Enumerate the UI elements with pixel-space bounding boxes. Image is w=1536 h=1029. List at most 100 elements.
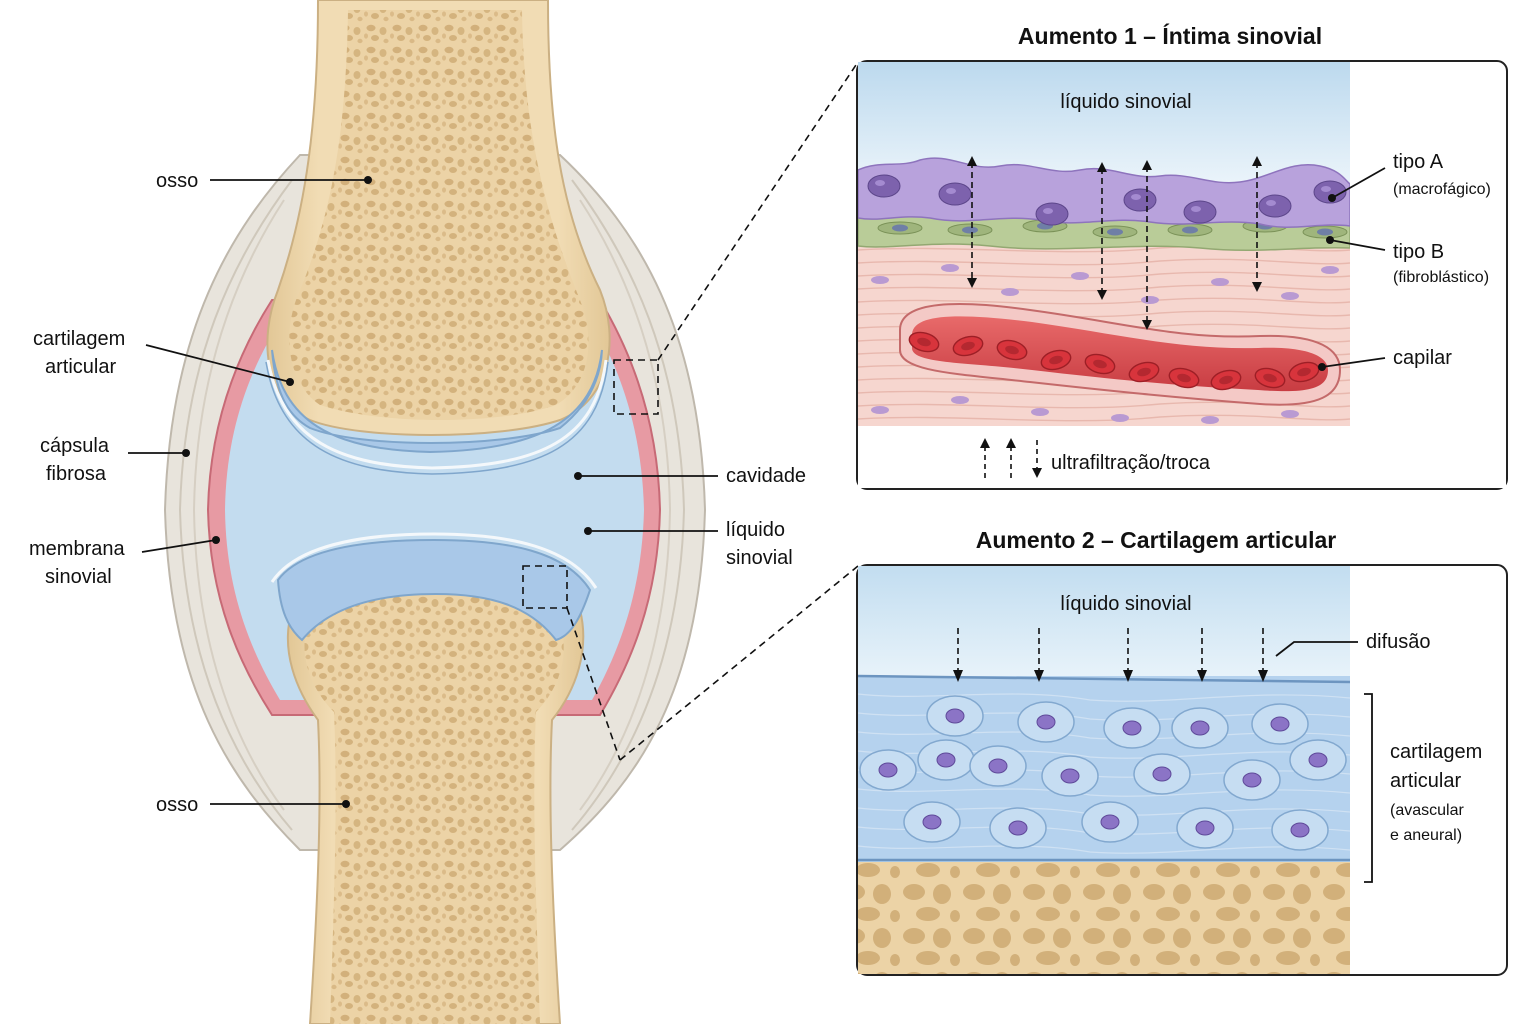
macrophage-nucleus — [1123, 188, 1157, 212]
diffusion-arrow-head — [1034, 670, 1044, 682]
tissue-cell — [1321, 266, 1339, 274]
chondrocyte-nucleus — [1008, 820, 1028, 836]
chondrocyte-nucleus — [1242, 772, 1262, 788]
label-cart-2: articular — [1390, 770, 1461, 792]
label-fluid-1: líquido — [726, 519, 785, 541]
red-blood-cell-center — [1137, 367, 1151, 377]
chondrocyte-nucleus — [1190, 720, 1210, 736]
chondrocyte-nucleus — [936, 752, 956, 768]
label-type-b: tipo B — [1393, 241, 1444, 263]
cartilage-bracket — [1364, 693, 1373, 883]
red-blood-cell-center — [1297, 367, 1311, 377]
tissue-cell — [1031, 408, 1049, 416]
fibroblast-nucleus — [1107, 228, 1123, 236]
label-bone-bottom: osso — [156, 794, 198, 816]
tissue-cell — [871, 276, 889, 284]
macrophage-highlight — [1043, 208, 1053, 214]
exchange-arrow-head-up — [1252, 156, 1262, 166]
diffusion-arrow-head — [1123, 670, 1133, 682]
chondrocyte-nucleus — [1270, 716, 1290, 732]
connective-fiber — [858, 245, 1350, 253]
lower-cartilage — [276, 538, 592, 642]
label-membrane-2: sinovial — [45, 566, 112, 588]
chondrocyte-nucleus — [1195, 820, 1215, 836]
diffusion-arrow-head — [1197, 670, 1207, 682]
red-blood-cell-center — [1049, 355, 1063, 365]
matrix-fiber — [858, 845, 1350, 854]
exchange-arrow-head-down — [967, 278, 977, 288]
red-blood-cell-center — [1093, 359, 1107, 369]
chondrocyte-nucleus — [1100, 814, 1120, 830]
label-capsule-1: cápsula — [40, 435, 110, 457]
exchange-arrow-head-down — [1142, 320, 1152, 330]
label-cartilage-1: cartilagem — [33, 328, 125, 350]
tissue-cell — [1071, 272, 1089, 280]
chondrocyte-nucleus — [1152, 766, 1172, 782]
chondrocyte-nucleus — [988, 758, 1008, 774]
label-cart-1: cartilagem — [1390, 741, 1482, 763]
exchange-arrow-head-up — [1097, 162, 1107, 172]
red-blood-cell-center — [1263, 373, 1277, 383]
macrophage-highlight — [1191, 206, 1201, 212]
panel2-title: Aumento 2 – Cartilagem articular — [976, 527, 1336, 553]
diffusion-arrows — [953, 628, 1268, 682]
label-cart-4: e aneural) — [1390, 827, 1462, 844]
fibroblast-nucleus — [962, 226, 978, 234]
macrophage-highlight — [1321, 186, 1331, 192]
connective-fiber — [858, 401, 1350, 409]
macrophage-nucleus — [867, 174, 901, 198]
exchange-legend — [980, 438, 1042, 478]
joint-illustration — [163, 0, 707, 1025]
fibroblast-nucleus — [1182, 226, 1198, 234]
label-cart-3: (avascular — [1390, 802, 1464, 819]
tissue-cell — [1281, 292, 1299, 300]
tissue-cell — [871, 406, 889, 414]
exchange-arrow-head-up — [1142, 160, 1152, 170]
macrophage-highlight — [1131, 194, 1141, 200]
red-blood-cell-center — [1219, 375, 1233, 385]
label-type-a-sub: (macrofágico) — [1393, 181, 1491, 198]
label-capsule-2: fibrosa — [46, 463, 107, 485]
connective-fiber — [858, 414, 1350, 422]
panel2-illustration — [858, 566, 1350, 974]
chondrocyte-nucleus — [1290, 822, 1310, 838]
label-type-a: tipo A — [1393, 151, 1444, 173]
tissue-cell — [1281, 410, 1299, 418]
connective-fiber — [858, 284, 1350, 292]
exchange-arrow-head-down — [1097, 290, 1107, 300]
tissue-cell — [941, 264, 959, 272]
exchange-arrows — [967, 156, 1262, 330]
connective-fiber — [858, 271, 1350, 279]
matrix-fiber — [858, 693, 1350, 702]
red-blood-cell-center — [917, 337, 931, 347]
red-blood-cell-center — [1005, 345, 1019, 355]
zoom-box-2 — [522, 565, 568, 609]
label-membrane-1: membrana — [29, 538, 125, 560]
tissue-cell — [1141, 296, 1159, 304]
panel2-fluid-label: líquido sinovial — [1060, 593, 1191, 615]
panel1-fluid-label: líquido sinovial — [1060, 91, 1191, 113]
tissue-cell — [951, 396, 969, 404]
panel1-illustration — [858, 62, 1350, 426]
zoom-box-1 — [613, 359, 659, 415]
chondrocyte-nucleus — [1122, 720, 1142, 736]
tissue-cell — [1211, 278, 1229, 286]
label-diffusion: difusão — [1366, 631, 1431, 653]
macrophage-nucleus — [1035, 202, 1069, 226]
macrophage-highlight — [946, 188, 956, 194]
macrophage-nucleus — [938, 182, 972, 206]
label-type-b-sub: (fibroblástico) — [1393, 269, 1489, 286]
chondrocyte-nucleus — [922, 814, 942, 830]
connective-fiber — [858, 258, 1350, 266]
tissue-cell — [1201, 416, 1219, 424]
joint-labels: osso cartilagem articular cápsula fibros… — [29, 170, 806, 816]
label-capillary: capilar — [1393, 347, 1452, 369]
fibroblast-nucleus — [1317, 228, 1333, 236]
zoom-connectors — [566, 61, 859, 761]
label-exchange: ultrafiltração/troca — [1051, 452, 1211, 474]
tissue-cell — [1001, 288, 1019, 296]
exchange-arrow-head-down — [1252, 282, 1262, 292]
diffusion-arrow-head — [1258, 670, 1268, 682]
